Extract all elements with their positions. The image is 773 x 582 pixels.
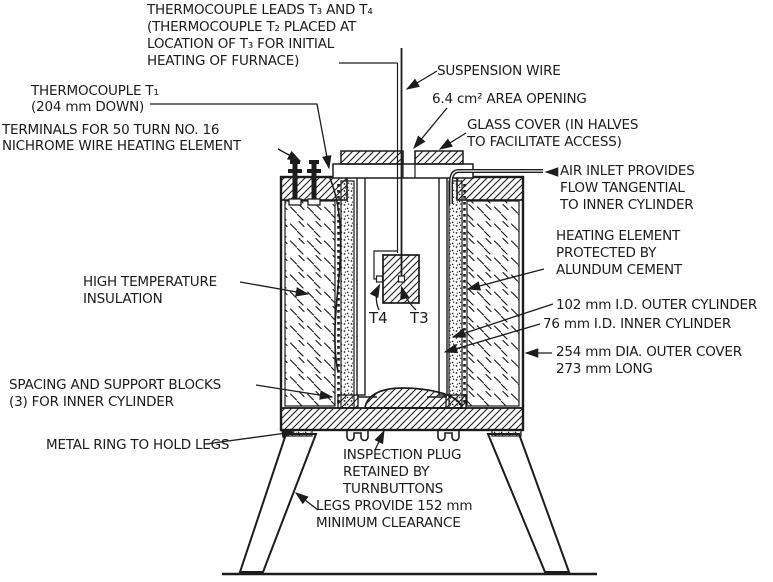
leader-alundum [466, 268, 545, 291]
turnbutton-left [346, 430, 369, 442]
label-inspection-plug: INSPECTION PLUG RETAINED BY TURNBUTTONS [343, 447, 462, 497]
leader-lines [150, 62, 559, 511]
leader-thermocouple-t1 [150, 103, 332, 170]
terminal-bolt-left [288, 160, 302, 206]
label-t4: T4 [369, 309, 388, 327]
t4-junction [375, 275, 384, 283]
label-metal-ring: METAL RING TO HOLD LEGS [46, 437, 230, 453]
leader-outer-cylinder [451, 303, 554, 338]
leader-inner-cylinder [443, 323, 541, 354]
terminal-bolt-right [307, 160, 321, 206]
t3-pointer [400, 285, 417, 311]
leader-area-opening [413, 107, 448, 150]
insulation-left [284, 200, 336, 407]
glass-cover-left-half [340, 150, 404, 165]
support-block-left [337, 394, 359, 409]
label-thermocouple-t1: THERMOCOUPLE T₁ (204 mm DOWN) [31, 83, 159, 115]
leg-left [238, 433, 318, 573]
suspension-assembly [369, 48, 420, 311]
label-spacing-blocks: SPACING AND SUPPORT BLOCKS (3) FOR INNER… [9, 377, 221, 410]
leg-right [486, 433, 571, 573]
base-plate [280, 407, 524, 431]
label-suspension-wire: SUSPENSION WIRE [437, 63, 561, 79]
turnbutton-right [437, 430, 460, 442]
heating-element-terminals [288, 160, 321, 206]
label-outer-cylinder: 102 mm I.D. OUTER CYLINDER [556, 297, 757, 313]
label-t3: T3 [410, 309, 429, 327]
label-terminals: TERMINALS FOR 50 TURN NO. 16 NICHROME WI… [2, 122, 241, 154]
t3-junction [397, 275, 406, 283]
leader-insulation [239, 281, 310, 297]
label-heating-element: HEATING ELEMENT PROTECTED BY ALUNDUM CEM… [556, 228, 682, 278]
label-high-temp-insulation: HIGH TEMPERATURE INSULATION [83, 274, 217, 307]
leader-terminals [277, 148, 302, 162]
label-area-opening: 6.4 cm² AREA OPENING [432, 91, 587, 107]
leader-suspension-wire [405, 70, 438, 90]
leader-spacing-blocks [255, 384, 334, 400]
leader-inspection-plug [374, 429, 385, 451]
leader-metal-ring [205, 428, 296, 445]
air-inlet-tube [449, 169, 543, 204]
glass-cover-right-half [414, 150, 464, 165]
inspection-plug-dome [364, 387, 464, 409]
alundum-layer-right [448, 180, 463, 409]
label-glass-cover: GLASS COVER (IN HALVES TO FACILITATE ACC… [467, 117, 639, 150]
label-thermocouple-leads: THERMOCOUPLE LEADS T₃ AND T₄ (THERMOCOUP… [147, 2, 373, 69]
label-legs: LEGS PROVIDE 152 mm MINIMUM CLEARANCE [316, 498, 473, 531]
top-plate-right [456, 176, 524, 201]
inner-cylinder-wall-right [438, 175, 448, 396]
specimen-hook-wire [373, 250, 398, 280]
leader-legs [294, 492, 319, 511]
label-outer-cover: 254 mm DIA. OUTER COVER 273 mm LONG [556, 344, 742, 377]
thermocouple-t1-wire [329, 177, 342, 373]
alundum-layer-left [340, 180, 355, 409]
inspection-plug-group [346, 387, 464, 442]
metal-ring-right [491, 429, 522, 437]
label-air-inlet: AIR INLET PROVIDES FLOW TANGENTIAL TO IN… [560, 163, 695, 213]
leader-glass-cover [438, 132, 467, 150]
cover-assembly [332, 150, 474, 179]
insulation-right [466, 200, 520, 407]
t4-pointer [369, 283, 381, 311]
label-inner-cylinder: 76 mm I.D. INNER CYLINDER [543, 316, 732, 332]
inner-cylinder-wall-left [356, 175, 366, 396]
